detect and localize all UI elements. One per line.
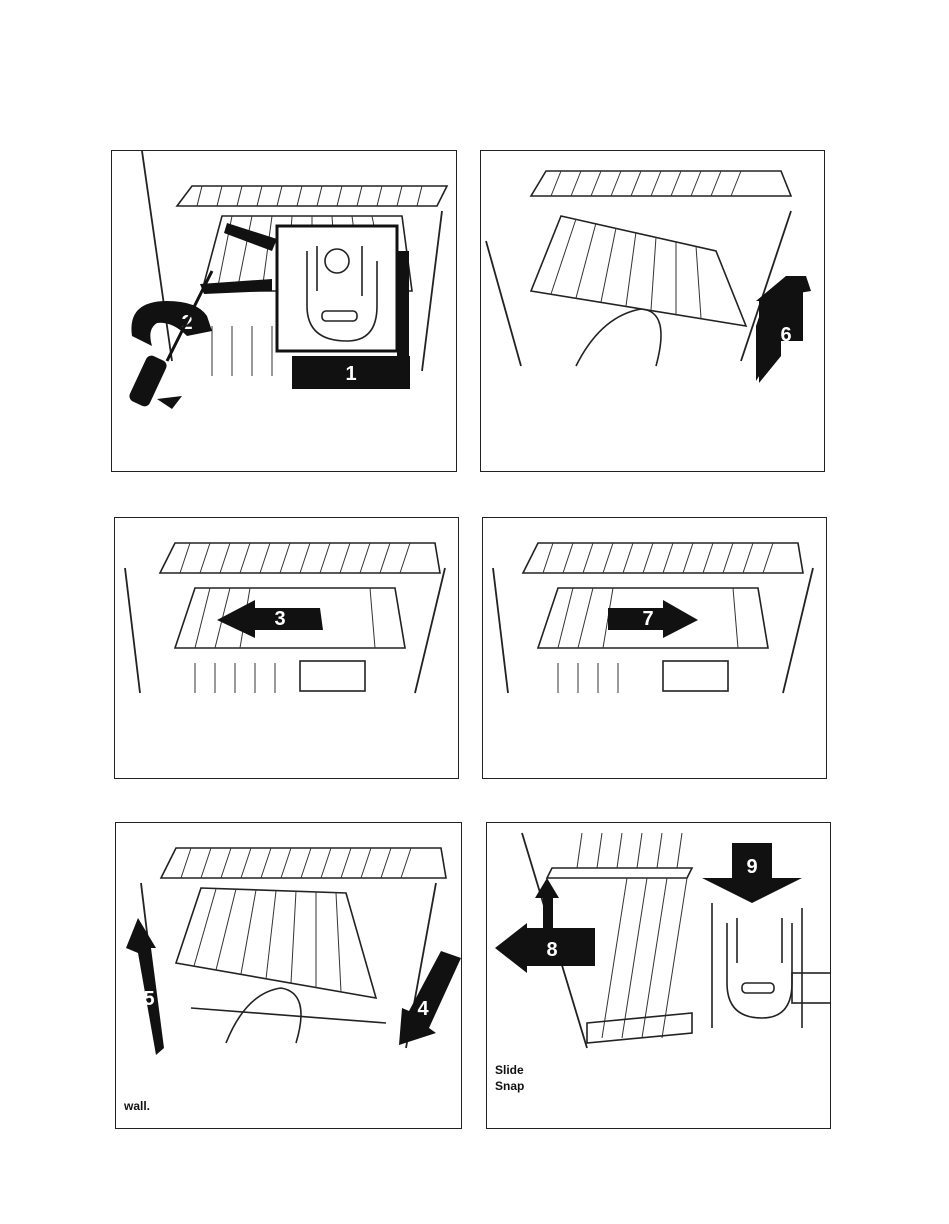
arrow-icon [126,918,164,1055]
arrow-icon [217,600,323,638]
illustration-tilt-shelf: 5 4 [116,823,461,1128]
caption-line: Slide [495,1063,524,1077]
illustration-remove-bracket: 1 2 [112,151,456,471]
illustration-lift-shelf: 6 [481,151,824,471]
arrow-icon [399,951,461,1045]
step-label-5: 5 [143,988,154,1010]
step-label-6: 6 [780,324,791,346]
caption-line: Snap [495,1079,524,1093]
shelf-bracket-icon [712,903,830,1028]
illustration-slide-left: 3 [115,518,458,778]
panel-step-9-8: 9 8 Slide Snap [486,822,831,1129]
panel-step-5-4: 5 4 wall. [115,822,462,1129]
step-label-7: 7 [642,608,653,630]
arrow-icon [495,878,595,973]
panel-step-7: 7 [482,517,827,779]
rotation-arrow-icon: 2 [131,301,212,346]
panel-step-6: 6 [480,150,825,472]
step-label-8: 8 [546,939,557,961]
step-label-1: 1 [345,363,356,385]
step-label-9: 9 [746,856,757,878]
step-label-4: 4 [417,998,429,1020]
panel-step-3: 3 [114,517,459,779]
step-label-3: 3 [274,608,285,630]
illustration-slide-right: 7 [483,518,826,778]
hand-icon [576,309,661,366]
caption-line: wall. [124,1099,150,1113]
illustration-snap-bracket: 9 8 [487,823,830,1128]
panel-step-1-2: 1 2 [111,150,457,472]
